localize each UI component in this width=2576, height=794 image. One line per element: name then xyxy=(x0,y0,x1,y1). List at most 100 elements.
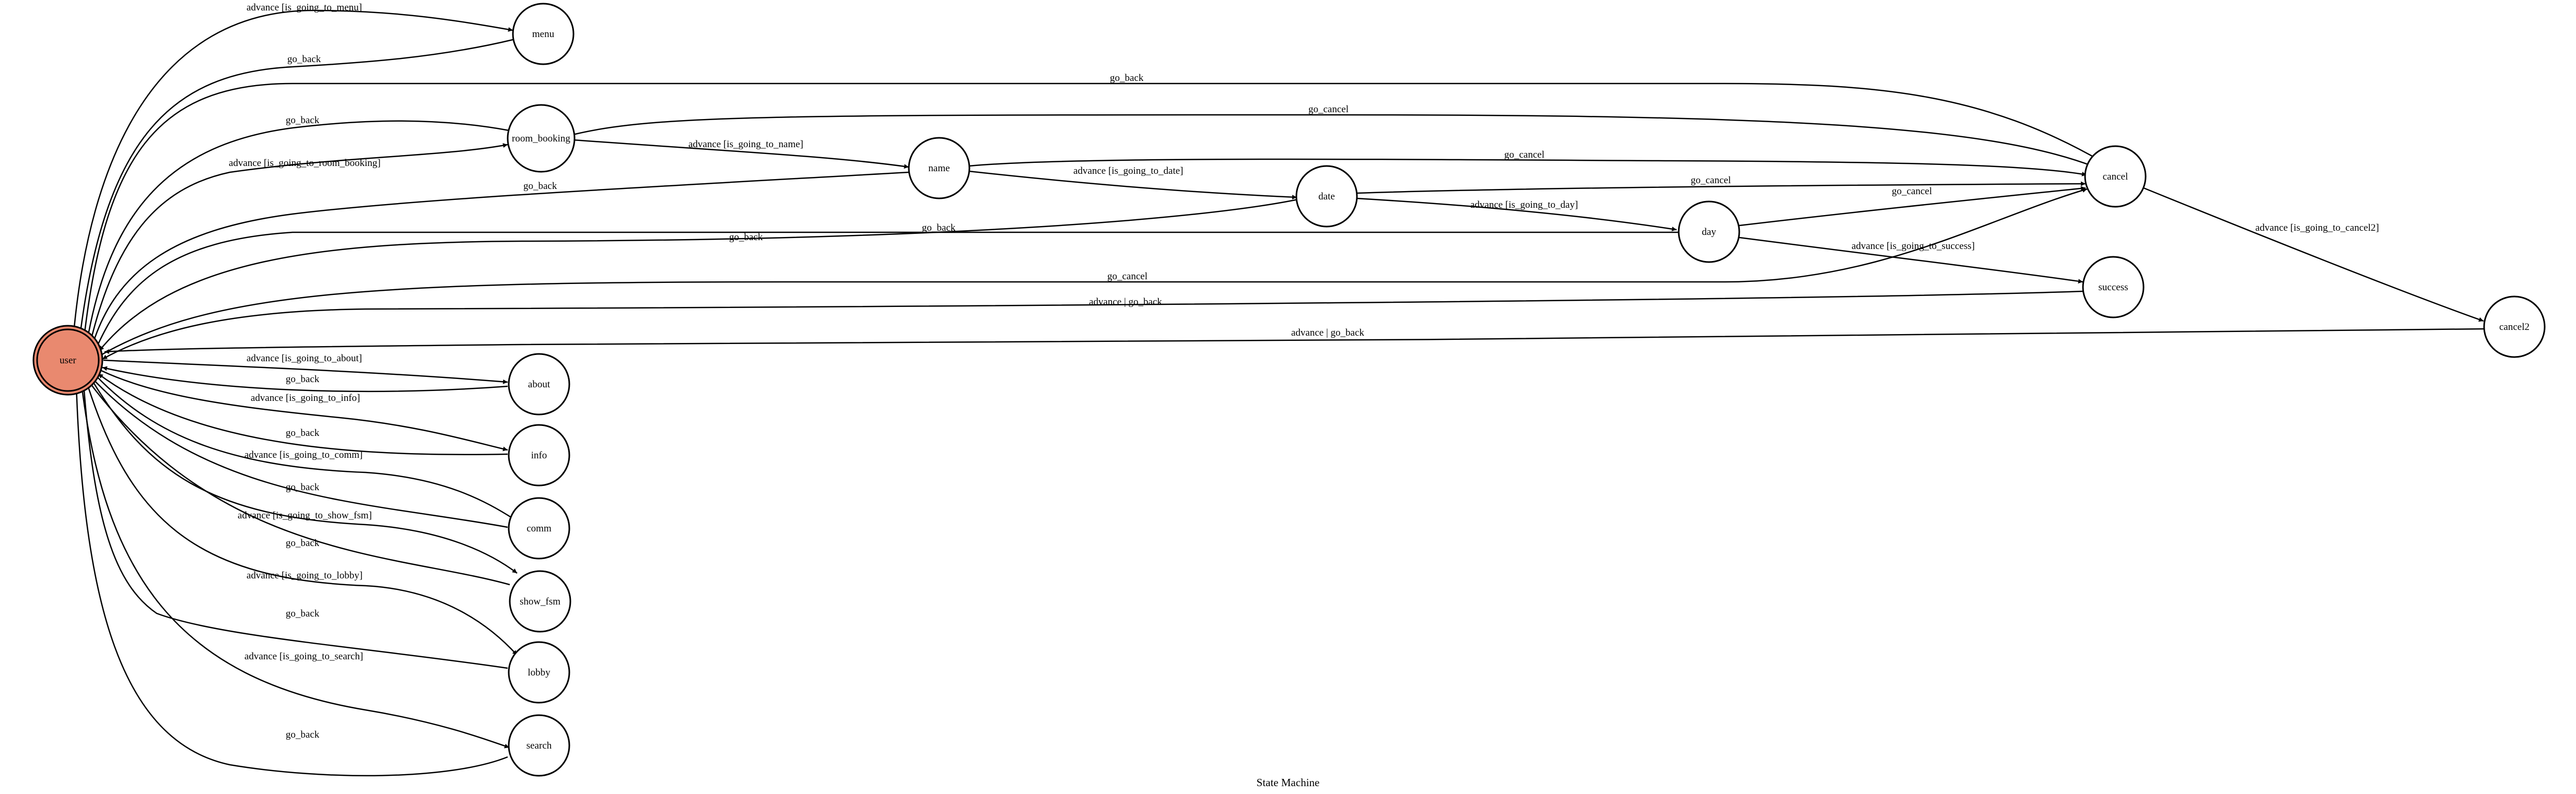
node-show-fsm[interactable]: show_fsm xyxy=(509,570,571,633)
edge-date-to-user-back xyxy=(99,198,1298,351)
node-success-circle xyxy=(2082,256,2145,318)
edge-label-search-to-user: go_back xyxy=(286,729,320,740)
edge-user-to-lobby xyxy=(86,382,518,656)
edge-label-user-to-show-fsm: advance [is_going_to_show_fsm] xyxy=(238,510,372,521)
node-info-label: info xyxy=(531,450,547,461)
edge-menu-to-user xyxy=(77,39,513,341)
node-info[interactable]: info xyxy=(508,424,570,487)
edge-label-user-to-info: advance [is_going_to_info] xyxy=(251,393,360,404)
node-room-booking[interactable]: room_booking xyxy=(507,104,576,173)
node-cancel2-circle xyxy=(2483,295,2546,358)
node-day[interactable]: day xyxy=(1678,200,1740,263)
node-date[interactable]: date xyxy=(1295,165,1358,228)
node-info-circle xyxy=(508,424,570,487)
node-search[interactable]: search xyxy=(508,714,570,777)
node-name[interactable]: name xyxy=(908,137,970,199)
edge-label-date-to-day: advance [is_going_to_day] xyxy=(1470,199,1578,210)
edge-user-to-comm xyxy=(96,375,515,520)
edge-label-menu-to-user: go_back xyxy=(287,54,321,65)
node-comm[interactable]: comm xyxy=(508,497,570,560)
edge-cancel-to-user-back xyxy=(81,82,2103,342)
edge-label-date-to-cancel: go_cancel xyxy=(1691,175,1731,186)
node-search-label: search xyxy=(526,740,552,751)
edge-room-to-user-back xyxy=(85,120,510,344)
diagram-caption: State Machine xyxy=(1257,776,1320,789)
edge-label-room-to-name: advance [is_going_to_name] xyxy=(688,139,803,150)
edge-label-info-to-user: go_back xyxy=(286,428,320,439)
node-user-inner-ring xyxy=(36,328,100,392)
edge-date-to-day xyxy=(1356,197,1677,232)
node-show-fsm-circle xyxy=(509,570,571,633)
node-lobby[interactable]: lobby xyxy=(508,641,570,704)
edge-label-day-to-cancel: go_cancel xyxy=(1892,186,1932,197)
edge-label-day-to-user-back: go_back xyxy=(922,222,956,233)
edge-day-to-user-back xyxy=(95,231,1678,349)
edge-user-to-about xyxy=(103,359,508,384)
node-menu-circle xyxy=(512,3,575,65)
node-about-label: about xyxy=(528,379,551,390)
node-date-label: date xyxy=(1318,191,1335,202)
edge-lobby-to-user xyxy=(81,383,508,669)
edge-user-to-info xyxy=(101,370,508,452)
node-menu-label: menu xyxy=(532,29,555,40)
edges: advance [is_going_to_menu] go_back go_ba… xyxy=(72,2,2484,777)
edge-comm-to-user xyxy=(91,377,508,528)
edge-label-user-to-comm: advance [is_going_to_comm] xyxy=(244,449,362,460)
edge-user-to-menu xyxy=(72,9,513,340)
edge-user-to-room xyxy=(89,143,508,345)
node-lobby-label: lobby xyxy=(528,667,551,678)
edge-label-cancel2-to-user: advance | go_back xyxy=(1291,327,1364,338)
node-cancel2-label: cancel2 xyxy=(2499,322,2530,333)
edge-label-about-to-user: go_back xyxy=(286,374,320,385)
edge-label-user-to-search: advance [is_going_to_search] xyxy=(244,651,363,662)
node-success-label: success xyxy=(2099,282,2128,293)
edge-date-to-cancel xyxy=(1356,181,2086,194)
nodes: user menu room_booking name date day can… xyxy=(32,3,2546,777)
edge-label-name-to-date: advance [is_going_to_date] xyxy=(1073,165,1184,176)
edge-name-to-user-back xyxy=(91,171,909,347)
edge-label-cancel-to-user-back: go_back xyxy=(1110,73,1144,84)
node-user[interactable]: user xyxy=(32,325,103,396)
node-cancel-circle xyxy=(2084,145,2147,208)
node-date-circle xyxy=(1295,165,1358,228)
edge-label-show-fsm-to-user: go_back xyxy=(286,538,320,549)
edge-show-fsm-to-user xyxy=(87,380,510,586)
node-comm-label: comm xyxy=(526,523,552,534)
edge-label-name-to-user-back: go_back xyxy=(523,181,557,192)
node-room-booking-circle xyxy=(507,104,576,173)
node-room-booking-label: room_booking xyxy=(512,133,570,144)
node-search-circle xyxy=(508,714,570,777)
node-menu[interactable]: menu xyxy=(512,3,575,65)
node-day-circle xyxy=(1678,200,1740,263)
edge-day-to-success xyxy=(1739,236,2083,284)
edge-label-success-to-user: advance | go_back xyxy=(1089,297,1162,307)
edge-success-to-user xyxy=(102,290,2083,360)
node-lobby-circle xyxy=(508,641,570,704)
edge-info-to-user xyxy=(98,373,508,456)
edge-label-name-to-cancel: go_cancel xyxy=(1504,149,1544,160)
node-cancel2[interactable]: cancel2 xyxy=(2483,295,2546,358)
edge-user-to-show-fsm xyxy=(91,380,518,574)
node-about-circle xyxy=(508,353,570,416)
node-user-label: user xyxy=(60,355,76,366)
edge-label-comm-to-user: go_back xyxy=(286,482,320,493)
node-name-circle xyxy=(908,137,970,199)
node-day-label: day xyxy=(1702,227,1716,238)
edge-label-room-to-user-back: go_back xyxy=(286,115,320,126)
node-name-label: name xyxy=(928,163,950,174)
edge-name-to-date xyxy=(968,170,1297,200)
edge-label-date-to-user-back: go_back xyxy=(729,232,763,243)
node-cancel-label: cancel xyxy=(2103,171,2128,182)
node-about[interactable]: about xyxy=(508,353,570,416)
edge-label-user-to-menu: advance [is_going_to_menu] xyxy=(247,2,362,13)
node-success[interactable]: success xyxy=(2082,256,2145,318)
node-cancel[interactable]: cancel xyxy=(2084,145,2147,208)
edge-name-to-cancel xyxy=(968,158,2087,176)
edge-label-user-to-cancel: go_cancel xyxy=(1107,271,1148,282)
edge-about-to-user xyxy=(102,366,508,393)
edge-user-to-search xyxy=(80,383,510,749)
edge-label-user-to-about: advance [is_going_to_about] xyxy=(247,353,362,364)
edge-room-to-cancel xyxy=(572,114,2093,167)
edge-label-user-to-lobby: advance [is_going_to_lobby] xyxy=(247,570,362,581)
